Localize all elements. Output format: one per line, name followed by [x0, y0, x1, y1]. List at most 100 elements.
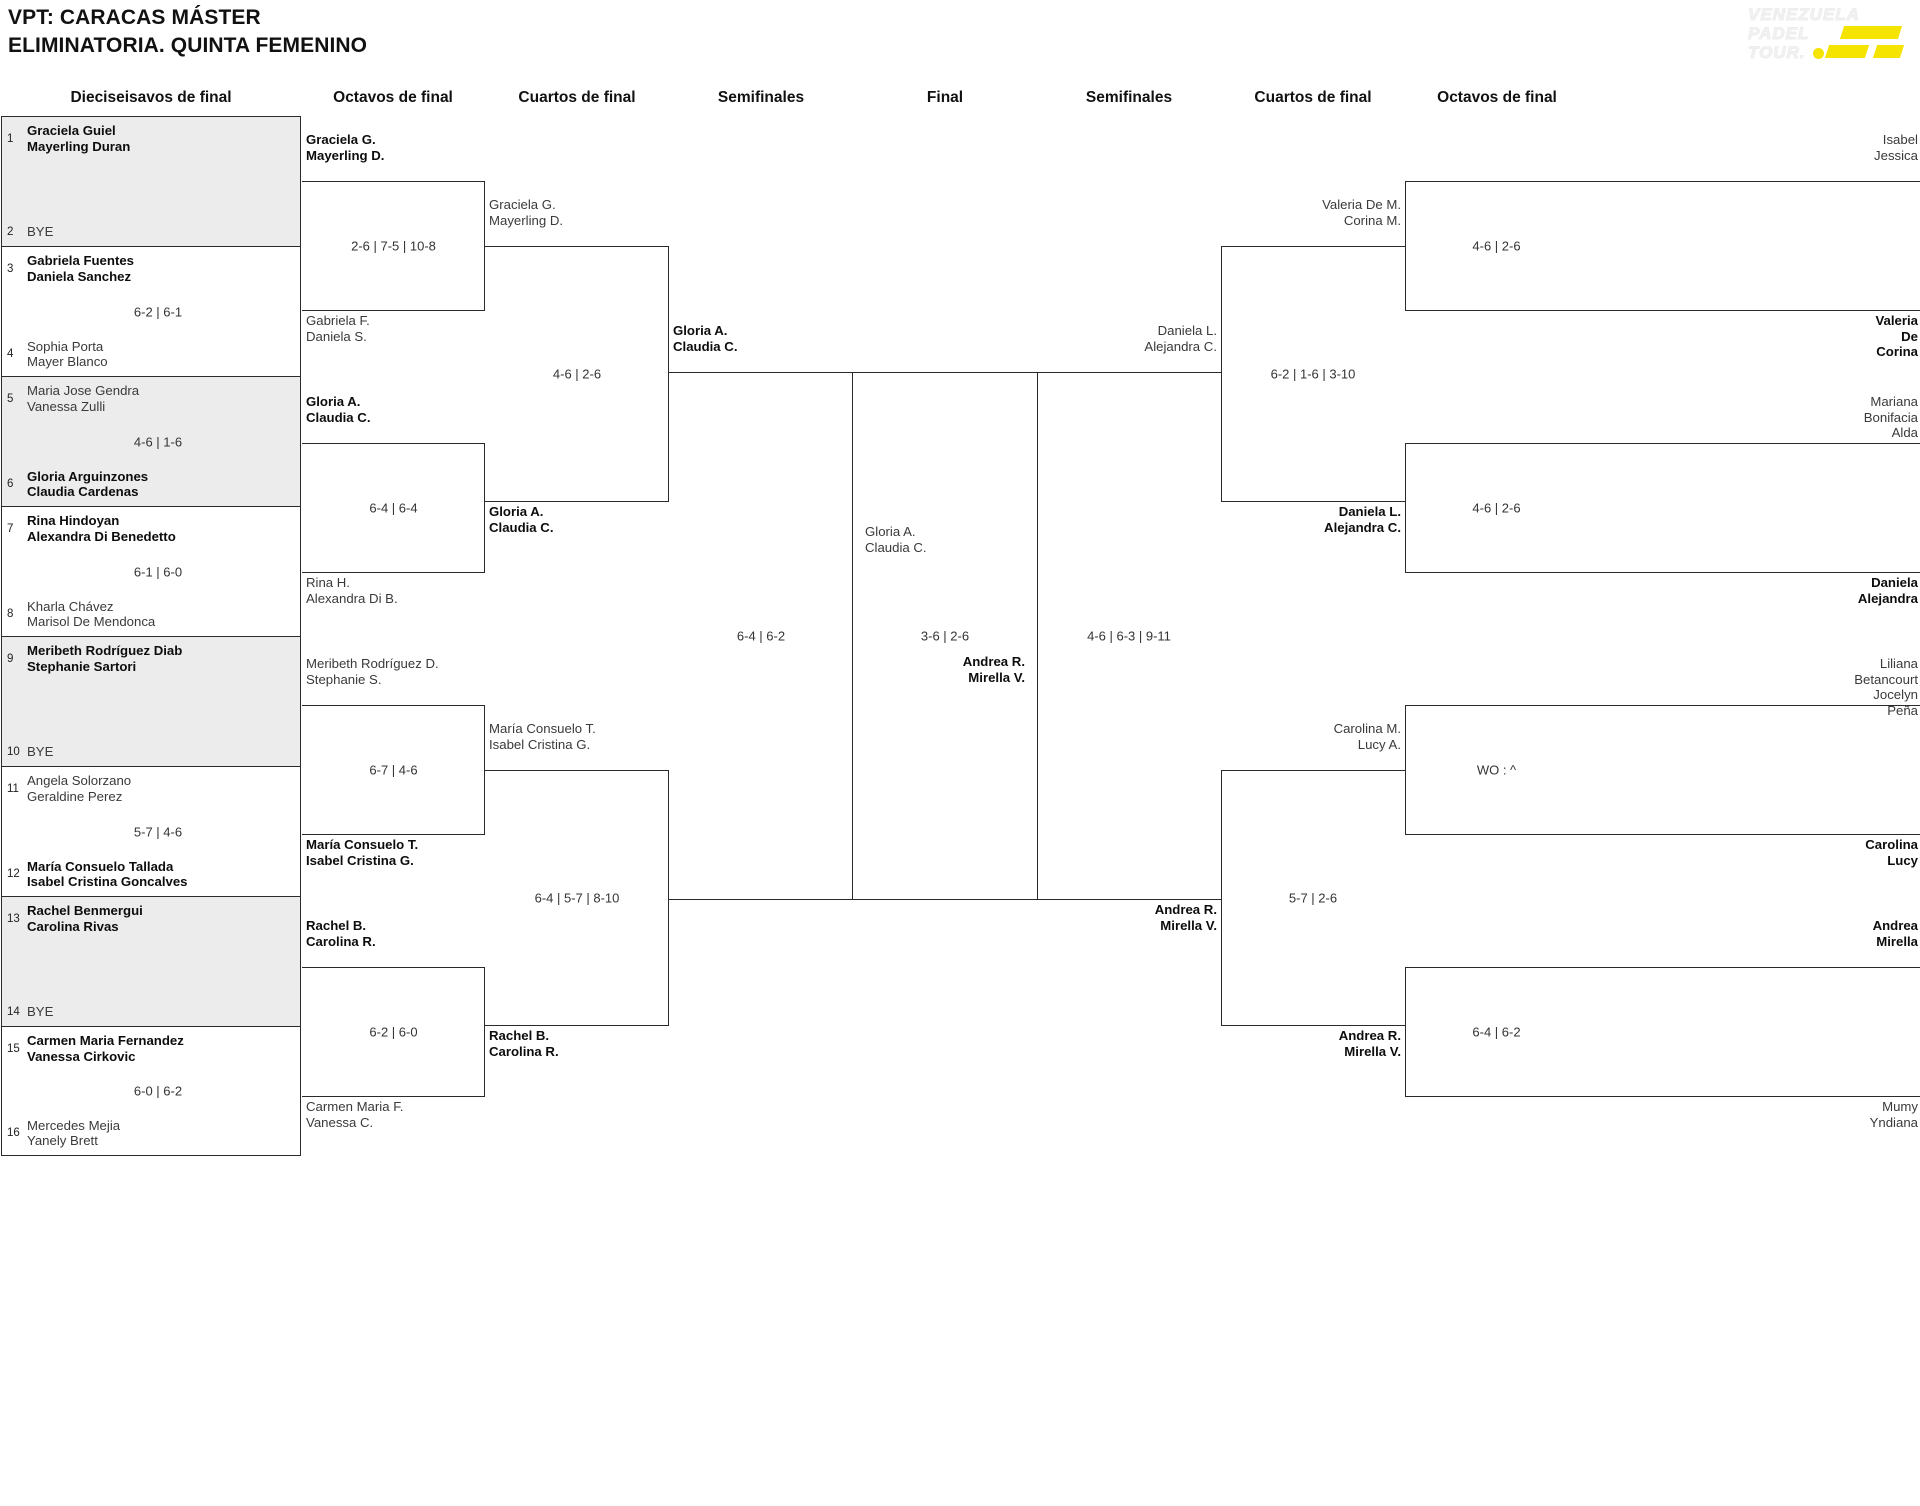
seed-number: 2: [7, 226, 14, 239]
qf-left-top-team-1: Graciela G. Mayerling D.: [489, 197, 564, 228]
logo-line-padel: PADEL: [1747, 24, 1810, 44]
team-names: Carmen Maria Fernandez Vanessa Cirkovic: [27, 1033, 184, 1064]
seed-number: 16: [7, 1127, 20, 1140]
seed-number: 14: [7, 1006, 20, 1019]
team-names: Kharla Chávez Marisol De Mendonca: [27, 598, 156, 630]
qf-right-top-team-2: Carolina M. Lucy A.: [1333, 721, 1401, 752]
r16-left-top-team-1: Graciela G. Mayerling D.: [306, 132, 385, 163]
sf-left-top-team: Gloria A. Claudia C.: [673, 323, 738, 354]
r16-left-score-3: 6-7 | 4-6: [369, 762, 418, 778]
qf-left-score-2: 6-4 | 5-7 | 8-10: [534, 890, 620, 906]
seed-number: 12: [7, 868, 20, 881]
qf-right-bottom-team-2: Andrea R. Mirella V.: [1338, 1028, 1401, 1059]
qf-left-bottom-team-2: Rachel B. Carolina R.: [489, 1028, 559, 1059]
sf-right-connector: [1037, 372, 1221, 900]
r16-left-score-4: 6-2 | 6-0: [369, 1024, 418, 1040]
final-score: 3-6 | 2-6: [920, 628, 970, 644]
sf-left-connector: [669, 372, 853, 900]
r16-right-bottom-team-2: Daniela Alejandra: [1857, 575, 1918, 606]
seed-row: 10 BYE: [2, 744, 300, 760]
r16-right-score-1: 4-6 | 2-6: [1472, 238, 1521, 254]
team-names: Gabriela Fuentes Daniela Sanchez: [27, 253, 135, 284]
seed-pair-7[interactable]: 13 Rachel Benmergui Carolina Rivas 14 BYE: [1, 896, 301, 1026]
logo-bar-2: [1824, 45, 1870, 58]
r16-right-bottom-team-1: Valeria De Corina: [1875, 313, 1918, 360]
venezuela-padel-tour-logo: VENEZUELA PADEL TOUR.: [1732, 4, 1905, 66]
round-header-8: Octavos de final: [1437, 89, 1557, 106]
seed-row: 13 Rachel Benmergui Carolina Rivas: [2, 903, 300, 934]
page-title: VPT: CARACAS MÁSTER ELIMINATORIA. QUINTA…: [8, 6, 368, 57]
r16-left-score-1: 2-6 | 7-5 | 10-8: [351, 238, 436, 254]
qf-right-connector-2: [1221, 770, 1405, 1026]
sf-right-score: 4-6 | 6-3 | 9-11: [1087, 628, 1171, 644]
seed-number: 4: [7, 348, 14, 361]
final-left-finalist: Gloria A. Claudia C.: [865, 524, 927, 555]
r16-left-top-team-4: Rachel B. Carolina R.: [306, 918, 376, 949]
team-names: BYE: [27, 224, 54, 240]
logo-bar-3: [1872, 45, 1905, 58]
logo-line-venezuela: VENEZUELA: [1748, 5, 1860, 25]
seed-pair-8[interactable]: 15 Carmen Maria Fernandez Vanessa Cirkovi…: [1, 1026, 301, 1156]
r16-left-score-2: 6-4 | 6-4: [369, 500, 418, 516]
qf-left-score-1: 4-6 | 2-6: [552, 366, 602, 382]
team-names: Meribeth Rodríguez Diab Stephanie Sartor…: [27, 643, 183, 674]
r16-right-top-team-2: Mariana Bonifacia Alda: [1863, 394, 1919, 441]
round-header-4: Semifinales: [717, 89, 805, 106]
seed-row: 15 Carmen Maria Fernandez Vanessa Cirkovi…: [2, 1033, 300, 1064]
team-names: María Consuelo Tallada Isabel Cristina G…: [27, 858, 188, 890]
team-names: BYE: [27, 1004, 54, 1020]
qf-left-bottom-team-1: Gloria A. Claudia C.: [489, 504, 554, 535]
r16-left-connector-1: [302, 181, 485, 311]
seed-row: 2 BYE: [2, 224, 300, 240]
sf-left-score: 6-4 | 6-2: [736, 628, 786, 644]
r16-left-bottom-team-4: Carmen Maria F. Vanessa C.: [306, 1099, 404, 1130]
r16-right-connector-4: [1405, 967, 1920, 1097]
r16-left-top-team-3: Meribeth Rodríguez D. Stephanie S.: [306, 656, 439, 687]
match-score: 4-6 | 1-6: [133, 434, 183, 449]
seed-row: 8 Kharla Chávez Marisol De Mendonca: [2, 599, 300, 630]
team-names: Mercedes Mejia Yanely Brett: [27, 1117, 121, 1149]
r16-right-connector-1: [1405, 181, 1920, 311]
qf-left-connector-2: [485, 770, 669, 1026]
seed-number: 15: [7, 1042, 20, 1055]
round-header-3: Cuartos de final: [518, 89, 636, 106]
r16-right-score-4: 6-4 | 6-2: [1472, 1024, 1521, 1040]
round-header-7: Cuartos de final: [1254, 89, 1372, 106]
r16-right-top-team-4: Andrea Mirella: [1872, 918, 1918, 949]
qf-right-bottom-team-1: Daniela L. Alejandra C.: [1324, 504, 1401, 535]
seed-number: 1: [7, 132, 14, 145]
seed-number: 13: [7, 912, 20, 925]
team-names: Angela Solorzano Geraldine Perez: [27, 773, 132, 804]
seed-number: 10: [7, 746, 20, 759]
seed-row: 16 Mercedes Mejia Yanely Brett: [2, 1118, 300, 1149]
final-right-finalist: Andrea R. Mirella V.: [962, 654, 1025, 685]
r16-right-top-team-3: Liliana Betancourt Jocelyn Peña: [1854, 656, 1918, 718]
team-names: Rachel Benmergui Carolina Rivas: [27, 903, 143, 934]
qf-left-top-team-2: María Consuelo T. Isabel Cristina G.: [489, 721, 596, 752]
match-score: 6-2 | 6-1: [133, 304, 183, 319]
r16-right-score-2: 4-6 | 2-6: [1472, 500, 1521, 516]
r16-right-score-3: WO : ^: [1476, 762, 1517, 778]
final-left-stub: [853, 372, 1037, 900]
team-names: Rina Hindoyan Alexandra Di Benedetto: [27, 513, 176, 544]
seed-number: 8: [7, 608, 14, 621]
round-header-6: Semifinales: [1085, 89, 1173, 106]
team-names: BYE: [27, 744, 54, 760]
r16-right-connector-3: [1405, 705, 1920, 835]
r16-left-connector-2: [302, 443, 485, 573]
seed-number: 5: [7, 392, 14, 405]
sf-right-top-team: Daniela L. Alejandra C.: [1144, 323, 1217, 354]
